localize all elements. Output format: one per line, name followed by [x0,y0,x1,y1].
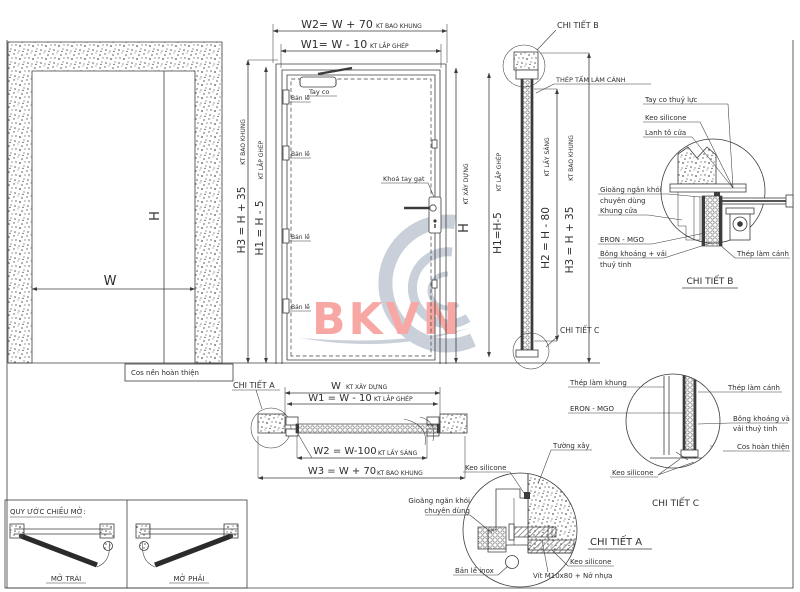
ban-le-4: Bản lề [291,303,310,311]
da-tuong-xay: Tường xây [552,442,590,450]
sec-h-suffix: KT XÂY DỰNG [463,163,470,205]
dc-eron: ERON - MGO [570,405,614,413]
ban-le-1: Bản lề [291,94,310,102]
da-keo-1: Keo silicone [465,464,506,472]
db-gioang-2: chuyên dùng [600,197,646,205]
db-title: CHI TIẾT B [687,275,734,287]
dc-thep-khung: Thép làm khung [569,379,627,387]
thep-tam-label: THÉP TẤM LÀM CÁNH [555,74,626,84]
bkvn-watermark: BKVN [300,214,476,353]
da-keo-2: Keo silicone [570,558,611,566]
dim-w1-main: W1= W - 10 [301,38,367,51]
khoa-label: Khoá tay gạt [383,175,425,183]
wall-opening-elevation: W H Cos nền hoàn thiện [7,41,600,382]
db-eron: ERON - MGO [600,236,644,244]
opening-w-label: W [104,274,117,289]
da-vit: Vít M10x80 + Nở nhựa [533,572,612,580]
vertical-section: H KT XÂY DỰNG H1=H-5 KT LẮP GHÉP H2 = H … [454,19,651,370]
sec-h2-suffix: KT LẤY SÁNG [543,137,551,177]
da-gioang-1: Gioăng ngăn khói [408,497,470,505]
db-keo: Keo silicone [645,114,686,122]
sec-h3-main: H3 = H + 35 [564,207,576,274]
callout-b-label: CHI TIẾT B [557,19,599,30]
dim-h1-main: H1 = H - 5 [254,200,266,255]
dc-cos: Cos hoàn thiện [737,443,790,451]
dc-keo: Keo silicone [612,469,653,477]
sec-h1-suffix: KT LẮP GHÉP [495,152,503,191]
sheet-border [6,40,794,589]
legend-mo-trai: MỞ TRÁI [9,523,115,584]
dc-title: CHI TIẾT C [652,497,699,509]
cos-nen-label: Cos nền hoàn thiện [131,369,199,377]
sec-h2-main: H2 = H - 80 [540,207,552,269]
db-tay-co: Tay co thuỷ lực [644,95,697,104]
legend-mo-trai-label: MỞ TRÁI [51,573,81,583]
db-bong-2: thuỷ tinh [600,260,632,269]
callout-c-label: CHI TIẾT C [560,325,599,335]
plan-w1-main: W1 = W - 10 [308,393,372,404]
detail-c: Thép làm khung ERON - MGO Keo silicone T… [568,373,790,509]
swing-legend: QUY ƯỚC CHIỀU MỞ: MỞ TRÁI MỞ PHẢI [4,499,248,589]
dim-h3-suffix: KT BAO KHUNG [240,119,247,165]
sec-h-main: H [457,223,472,233]
plan-w-main: W [331,381,341,392]
dc-thep-canh: Thép làm cánh [727,384,780,392]
da-title: CHI TIẾT A [590,534,642,548]
ban-le-3: Bản lề [291,233,310,241]
legend-mo-phai: MỞ PHẢI [135,523,239,584]
legend-mo-phai-label: MỞ PHẢI [174,573,205,583]
plan-w1-suffix: KT LẮP GHÉP [374,395,413,403]
callout-a-label: CHI TIẾT A [233,379,275,390]
plan-w2-suffix: KT LẤY SÁNG [378,449,418,457]
db-khung-cua: Khung cửa [600,207,637,215]
dim-w1-suffix: KT LẮP GHÉP [370,42,409,50]
dim-w2-main: W2= W + 70 [301,18,373,31]
dim-h3-main: H3 = H + 35 [236,187,248,254]
detail-a: Tường xây Keo silicone Gioăng ngăn khói … [408,442,652,588]
tay-co-label: Tay co [308,88,329,96]
dim-w2-suffix: KT BAO KHUNG [376,23,422,30]
sec-h3-suffix: KT BAO KHUNG [568,135,575,181]
sec-h1-main: H1=H-5 [492,212,504,254]
plan-w2-main: W2 = W-100 [313,446,376,457]
plan-w3-main: W3 = W + 70 [308,466,376,477]
detail-b: Tay co thuỷ lực Keo silicone Lanh tô cửa… [598,95,794,289]
db-lanh-to: Lanh tô cửa [645,129,686,137]
legend-title: QUY ƯỚC CHIỀU MỞ: [10,506,85,516]
db-thep-canh: Thép làm cánh [736,250,789,258]
dc-bong-2: vải thuỷ tinh [733,424,777,433]
dc-bong-1: Bông khoáng và [733,415,790,423]
door-elevation: W2= W + 70 KT BAO KHUNG W1= W - 10 KT LẮ… [236,18,448,364]
ban-le-2: Bản lề [291,150,310,158]
plan-w-suffix: KT XÂY DỰNG [346,384,388,391]
opening-h-label: H [148,211,163,221]
da-ban-le: Bản lề inox [455,567,494,575]
plan-section: CHI TIẾT A W KT XÂY DỰNG W1 = W - 10 KT … [232,379,468,480]
dim-h1-suffix: KT LẮP GHÉP [257,140,265,179]
da-gioang-2: chuyên dùng [424,507,470,515]
db-bong-1: Bông khoáng + vải [600,250,667,258]
db-gioang-1: Gioăng ngăn khói [600,186,662,194]
plan-w3-suffix: KT BAO KHUNG [377,470,423,477]
